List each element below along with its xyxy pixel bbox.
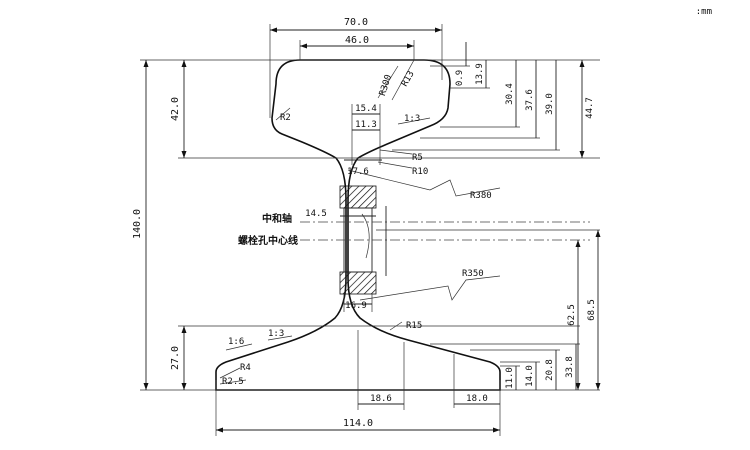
radius-r350: R350	[462, 269, 484, 279]
dim-113: 11.3	[355, 120, 377, 130]
dim-169: 16.9	[345, 301, 367, 311]
unit-label: :mm	[696, 7, 712, 17]
dim-154: 15.4	[355, 104, 377, 114]
radius-r15: R15	[406, 321, 422, 331]
dim-625: 62.5	[567, 304, 577, 326]
dim-338: 33.8	[565, 356, 575, 378]
radius-r300: R300	[378, 74, 394, 98]
web-section-hatch-top	[339, 185, 377, 209]
dimension-lines	[145, 29, 599, 431]
radius-r13: R13	[400, 69, 417, 88]
bolt-hole-centerline-label: 螺栓孔中心线	[238, 234, 298, 247]
dim-1400: 140.0	[132, 209, 143, 239]
dim-420: 42.0	[170, 97, 181, 121]
dim-208: 20.8	[545, 359, 555, 381]
radius-r10: R10	[412, 167, 428, 177]
dim-176: 17.6	[347, 167, 369, 177]
dim-1140: 114.0	[343, 418, 373, 429]
slope-head: 1:3	[404, 114, 420, 124]
arrow-ticks	[143, 27, 601, 433]
radius-leaders	[219, 59, 501, 385]
dim-46: 46.0	[345, 35, 369, 46]
dim-140: 14.0	[525, 365, 535, 387]
dim-145: 14.5	[305, 209, 327, 219]
dim-186: 18.6	[370, 394, 392, 404]
dim-304: 30.4	[505, 83, 515, 105]
slope-foot-1-6: 1:6	[228, 337, 244, 347]
dim-685: 68.5	[587, 299, 597, 321]
radius-r25: R2.5	[222, 377, 244, 387]
dim-110: 11.0	[505, 367, 515, 389]
neutral-axis-label: 中和轴	[262, 212, 292, 225]
dim-447: 44.7	[585, 97, 595, 119]
dim-270: 27.0	[170, 346, 181, 370]
dim-376: 37.6	[525, 89, 535, 111]
web-section-hatch-bottom	[339, 271, 377, 295]
radius-r380: R380	[470, 191, 492, 201]
dim-390: 39.0	[545, 93, 555, 115]
radius-r2: R2	[280, 113, 291, 123]
slope-foot-1-3: 1:3	[268, 329, 284, 339]
radius-r4: R4	[240, 363, 251, 373]
bolt-hole-curve	[361, 213, 370, 259]
radius-r5: R5	[412, 153, 423, 163]
dim-09: 0.9	[455, 70, 465, 86]
dim-180: 18.0	[466, 394, 488, 404]
dim-70: 70.0	[344, 17, 368, 28]
dim-139: 13.9	[475, 63, 485, 85]
